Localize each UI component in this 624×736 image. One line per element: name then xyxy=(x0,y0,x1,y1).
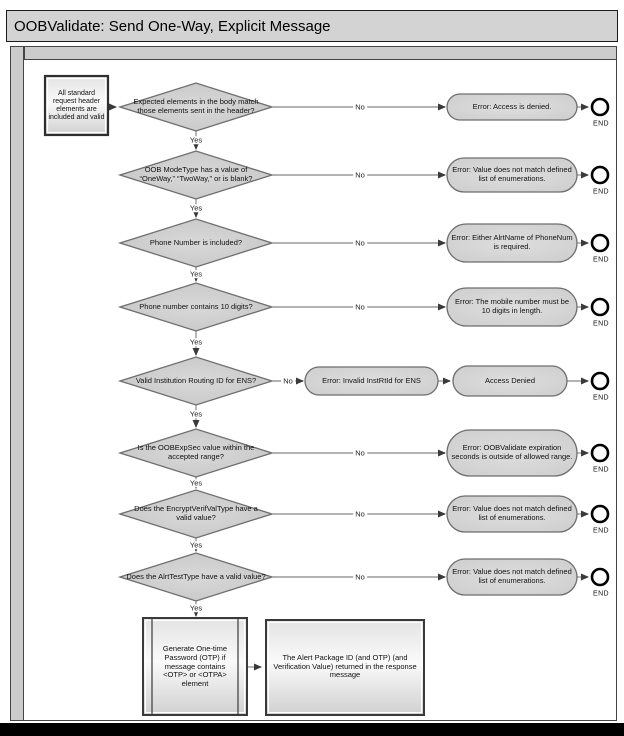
end-circle xyxy=(590,297,610,317)
end-circle xyxy=(590,443,610,463)
end-label: END xyxy=(593,256,609,264)
diamond-modetype xyxy=(117,150,275,200)
decision-question: Does the EncryptVerifValType have a vali… xyxy=(134,504,258,522)
decision-diamonds xyxy=(117,82,275,602)
subprocess-label: Generate One-time Password (OTP) if mess… xyxy=(162,643,228,689)
decision-question: Phone Number is included? xyxy=(149,237,243,247)
end-label: END xyxy=(593,188,609,196)
error-label: Error: Value does not match defined list… xyxy=(452,504,572,522)
diamond-encryptverif xyxy=(117,489,275,539)
end-circle xyxy=(590,165,610,185)
process-boxes xyxy=(142,617,425,716)
error-label: Error: Access is denied. xyxy=(472,101,552,111)
end-terminators xyxy=(590,97,610,587)
result-label: The Alert Package ID (and OTP) (and Veri… xyxy=(273,652,417,680)
yes-label: Yes xyxy=(187,135,205,145)
end-label: END xyxy=(593,120,609,128)
no-label: No xyxy=(353,509,367,519)
diamond-phone-digits xyxy=(117,282,275,332)
pill-access-denied-1 xyxy=(446,93,578,121)
yes-label: Yes xyxy=(187,269,205,279)
pill-mobile-digits xyxy=(446,287,578,327)
pill-enum-3 xyxy=(446,558,578,596)
error-pills xyxy=(304,93,578,596)
error-label: Error: Value does not match defined list… xyxy=(452,165,572,183)
decision-question: Expected elements in the body match thos… xyxy=(133,97,259,115)
footer-bar xyxy=(0,723,624,736)
diamond-oobexpsec xyxy=(117,428,275,478)
no-label: No xyxy=(281,376,295,386)
end-circle xyxy=(590,504,610,524)
diamond-header-elements xyxy=(117,82,275,132)
yes-label: Yes xyxy=(187,337,205,347)
decision-question: OOB ModeType has a value of “OneWay,” “T… xyxy=(139,165,253,183)
error-label: Error: The mobile number must be 10 digi… xyxy=(454,297,570,315)
no-label: No xyxy=(353,572,367,582)
diagram-frame xyxy=(10,46,617,721)
decision-question: Does the AlrtTestType have a valid value… xyxy=(126,571,266,581)
yes-label: Yes xyxy=(187,540,205,550)
pill-alrtname xyxy=(446,223,578,263)
start-node-label: All standard request header elements are… xyxy=(48,89,105,122)
error-label: Error: Invalid InstRtId for ENS xyxy=(322,375,421,385)
subprocess-box xyxy=(142,617,248,716)
error-label: Error: Value does not match defined list… xyxy=(452,567,572,585)
page-title: OOBValidate: Send One-Way, Explicit Mess… xyxy=(14,17,331,35)
end-label: END xyxy=(593,394,609,402)
result-box xyxy=(265,619,425,716)
end-label: END xyxy=(593,466,609,474)
no-label: No xyxy=(353,170,367,180)
yes-label: Yes xyxy=(187,478,205,488)
end-label: END xyxy=(593,527,609,535)
end-circle xyxy=(590,97,610,117)
error-label: Access Denied xyxy=(484,375,536,385)
decision-question: Phone number contains 10 digits? xyxy=(139,301,253,311)
error-label: Error: Either AlrtName of PhoneNum is re… xyxy=(451,233,573,251)
pill-enum-2 xyxy=(446,495,578,533)
no-label: No xyxy=(353,448,367,458)
diagram-title-bar: OOBValidate: Send One-Way, Explicit Mess… xyxy=(6,10,618,42)
decision-question: Is the OOBExpSec value within the accept… xyxy=(137,443,255,461)
no-label: No xyxy=(353,238,367,248)
yes-label: Yes xyxy=(187,603,205,613)
yes-label: Yes xyxy=(187,409,205,419)
pill-expiration xyxy=(446,429,578,477)
no-label: No xyxy=(353,102,367,112)
pill-enum-1 xyxy=(446,157,578,193)
diamond-routing-id xyxy=(117,356,275,406)
decision-question: Valid Institution Routing ID for ENS? xyxy=(135,375,257,385)
yes-label: Yes xyxy=(187,203,205,213)
no-label: No xyxy=(353,302,367,312)
error-label: Error: OOBValidate expiration seconds is… xyxy=(451,443,573,461)
pill-instrtid xyxy=(304,366,439,396)
end-label: END xyxy=(593,590,609,598)
start-node-shape xyxy=(43,74,110,137)
diamond-phone-included xyxy=(117,218,275,268)
end-circle xyxy=(590,233,610,253)
end-circle xyxy=(590,371,610,391)
pill-access-denied-2 xyxy=(452,365,568,397)
diamond-alrttesttype xyxy=(117,552,275,602)
end-circle xyxy=(590,567,610,587)
end-label: END xyxy=(593,320,609,328)
